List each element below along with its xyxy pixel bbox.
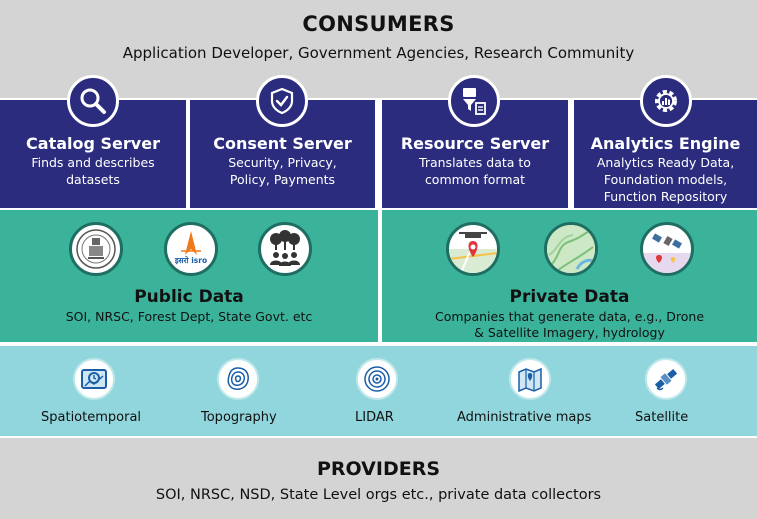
consent-server-box: Consent Server Security, Privacy, Policy…: [190, 100, 375, 208]
lidar-icon: [356, 358, 398, 400]
magnifier-icon: [67, 75, 119, 127]
spatiotemporal-icon: [73, 358, 115, 400]
source-label-satellite: Satellite: [635, 410, 689, 425]
public-data-title: Public Data: [134, 287, 244, 307]
consumers-band: CONSUMERS Application Developer, Governm…: [0, 0, 757, 98]
consumers-subtitle: Application Developer, Government Agenci…: [122, 44, 635, 62]
public-data-description: SOI, NRSC, Forest Dept, State Govt. etc: [65, 309, 313, 324]
private-data-title: Private Data: [509, 287, 630, 307]
consent-server-description: Security, Privacy, Policy, Payments: [228, 155, 337, 187]
catalog-server-title: Catalog Server: [26, 134, 160, 153]
source-label-spatiotemporal: Spatiotemporal: [41, 410, 142, 425]
providers-band: PROVIDERS SOI, NRSC, NSD, State Level or…: [0, 438, 757, 519]
topographic-map-icon: [544, 222, 598, 276]
analytics-engine-box: Analytics Engine Analytics Ready Data, F…: [574, 100, 757, 208]
gear-analytics-icon: [640, 75, 692, 127]
resource-server-title: Resource Server: [400, 134, 550, 153]
satellite-map-icon: [640, 222, 694, 276]
resource-server-box: Resource Server Translates data to commo…: [382, 100, 568, 208]
survey-of-india-emblem-icon: [69, 222, 123, 276]
source-label-topography: Topography: [201, 410, 277, 425]
providers-subtitle: SOI, NRSC, NSD, State Level orgs etc., p…: [155, 487, 602, 503]
analytics-engine-title: Analytics Engine: [590, 134, 741, 153]
admin-map-icon: [509, 358, 551, 400]
resource-server-description: Translates data to common format: [419, 155, 531, 187]
topography-icon: [217, 358, 259, 400]
shield-check-icon: [256, 75, 308, 127]
isro-logo-text: इसरो isro: [174, 256, 207, 265]
data-funnel-icon: [448, 75, 500, 127]
private-data-description: Companies that generate data, e.g., Dron…: [434, 309, 705, 340]
catalog-server-description: Finds and describes datasets: [31, 155, 155, 187]
forest-people-icon: [258, 222, 312, 276]
analytics-engine-description: Analytics Ready Data, Foundation models,…: [596, 155, 735, 204]
source-label-administrative-maps: Administrative maps: [457, 410, 592, 425]
drone-map-icon: [446, 222, 500, 276]
source-label-lidar: LIDAR: [355, 410, 394, 425]
consumers-title: CONSUMERS: [302, 12, 455, 36]
satellite-icon: [645, 358, 687, 400]
isro-logo-icon: इसरो isro: [164, 222, 218, 276]
providers-title: PROVIDERS: [316, 458, 441, 480]
consent-server-title: Consent Server: [213, 134, 352, 153]
